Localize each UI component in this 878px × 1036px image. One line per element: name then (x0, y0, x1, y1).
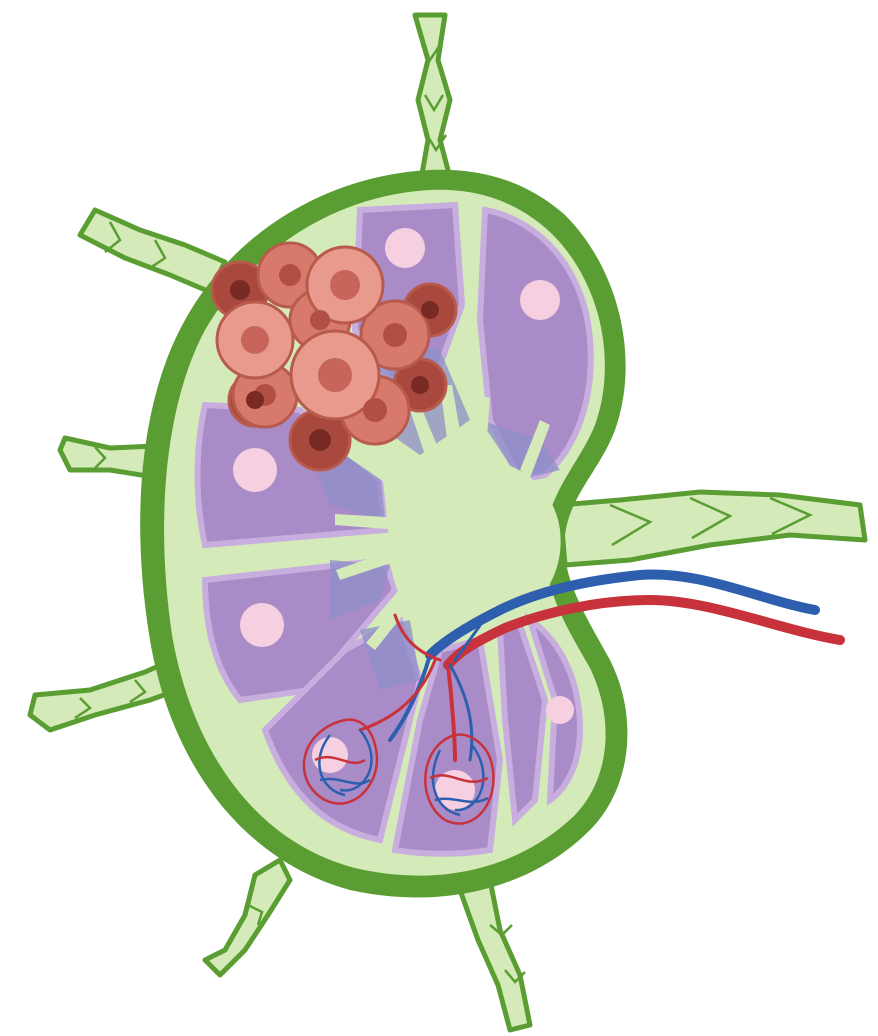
efferent-vessel-body (560, 492, 865, 565)
efferent-lymphatic-vessel (560, 492, 865, 565)
afferent-vessel-top (415, 15, 452, 185)
germinal-center-5 (312, 737, 348, 773)
germinal-center-4 (240, 603, 284, 647)
afferent-vessel-bottom (460, 880, 530, 1030)
afferent-vessel-bottom-left (205, 860, 290, 975)
germinal-center-1 (385, 228, 425, 268)
germinal-center-2 (520, 280, 560, 320)
afferent-vessel-upper-left (80, 210, 225, 292)
germinal-center-7 (546, 696, 574, 724)
germinal-center-3 (233, 448, 277, 492)
